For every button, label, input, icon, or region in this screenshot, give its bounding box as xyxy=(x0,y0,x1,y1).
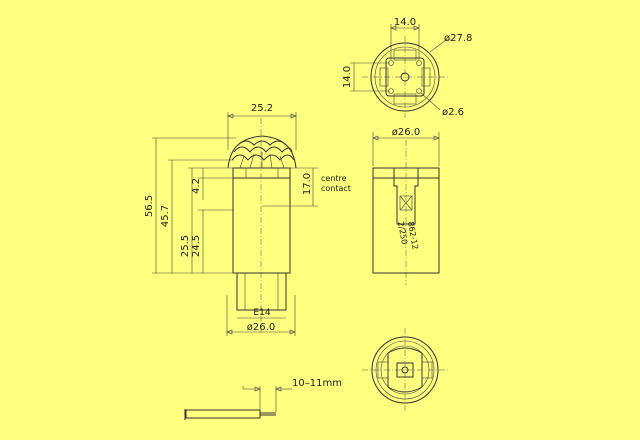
dim-top-width: 14.0 xyxy=(394,17,416,28)
wire-view: 10–11mm xyxy=(184,378,342,420)
dim-outer-dia: ø27.8 xyxy=(444,33,472,44)
dim-bottom-dia: ø26.0 xyxy=(247,322,275,333)
dim-shoulder: 4.2 xyxy=(191,178,202,194)
wire-insulation xyxy=(185,409,261,419)
dim-hole-dia: ø2.6 xyxy=(442,107,464,118)
marking-line2: 2/250 xyxy=(396,221,409,245)
dim-total-height: 56.5 xyxy=(144,195,155,217)
ribbed-crown xyxy=(227,135,297,169)
dim-contact: 17.0 xyxy=(302,173,313,195)
dim-thread-a: 25.5 xyxy=(180,235,191,257)
dim-thread-b: 24.5 xyxy=(191,235,202,257)
holder-body xyxy=(232,167,291,274)
dim-top-height: 14.0 xyxy=(342,66,353,88)
dim-front-dia: ø26.0 xyxy=(392,127,420,138)
note-centre: centre xyxy=(321,174,347,183)
dim-top-width: 25.2 xyxy=(251,103,273,114)
dim-thread-label: E14 xyxy=(253,308,270,318)
dim-body-height: 45.7 xyxy=(160,205,171,227)
top-view: 14.0 14.0 ø27.8 ø2.6 xyxy=(342,17,472,118)
front-view: ø26.0 862-12 2/250 xyxy=(372,127,440,285)
dim-strip-length: 10–11mm xyxy=(292,378,342,389)
bottom-view xyxy=(362,328,448,412)
note-contact: contact xyxy=(321,184,351,193)
side-view: 25.2 56.5 45.7 25.5 24.5 4.2 17.0 centre… xyxy=(144,103,351,336)
thread-section xyxy=(236,272,287,311)
